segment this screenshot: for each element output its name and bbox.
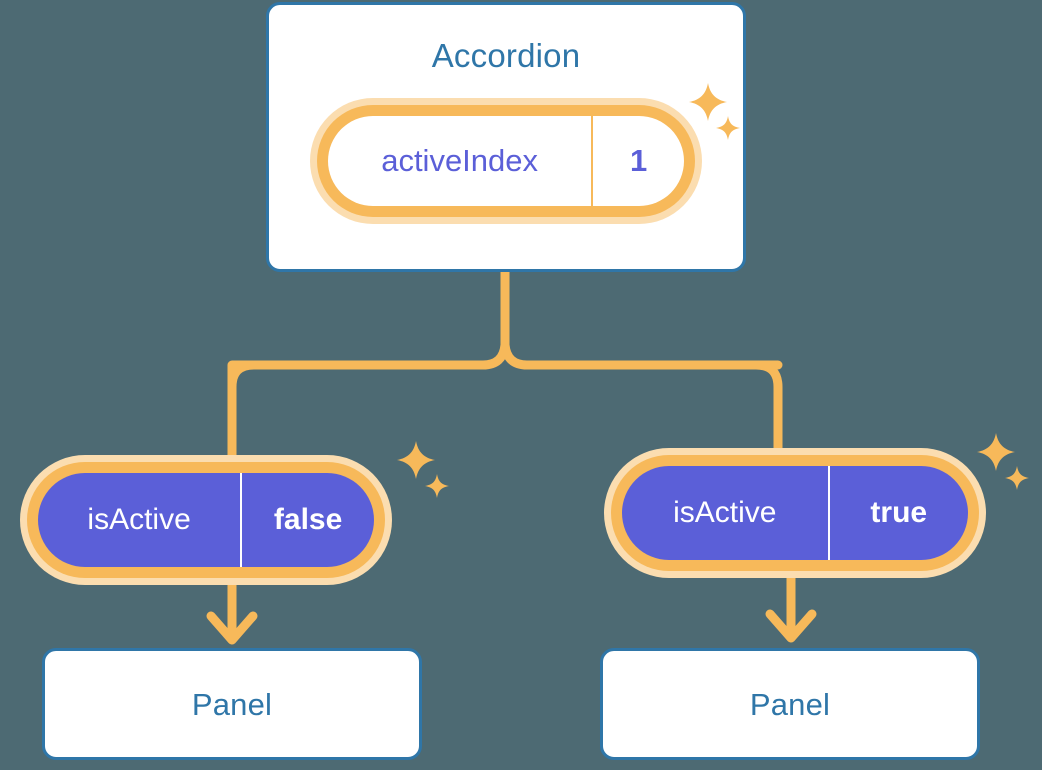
component-card-panel-right[interactable]: Panel [600,648,980,760]
pill-body: activeIndex 1 [328,116,684,206]
component-card-panel-left[interactable]: Panel [42,648,422,760]
state-key: isActive [38,473,243,567]
connector-right-corner [755,360,783,455]
state-value: false [273,503,343,536]
pill-body: isActive true [622,466,968,560]
component-title-accordion: Accordion [431,37,581,74]
sparkle-icon [425,474,449,498]
sparkle-icon [397,441,435,479]
state-pill-activeindex[interactable]: activeIndex 1 [310,98,702,224]
connector-left-elbow [227,365,237,460]
pill-body: isActive false [38,473,374,567]
state-pill-isactive-true[interactable]: isActive true [604,448,986,578]
state-value: 1 [591,116,684,206]
connector-rail [227,340,783,370]
sparkle-icon [1005,466,1029,490]
state-value: true [870,496,928,529]
component-title-panel: Panel [191,687,273,722]
arrow-left-head [206,611,258,645]
state-pill-isactive-false[interactable]: isActive false [20,455,392,585]
state-key: activeIndex [381,143,539,178]
component-title-panel: Panel [749,687,831,722]
connector-left-corner [227,360,255,462]
arrow-right-head [765,609,817,643]
state-key: isActive [622,466,830,560]
sparkle-icon [977,433,1015,471]
